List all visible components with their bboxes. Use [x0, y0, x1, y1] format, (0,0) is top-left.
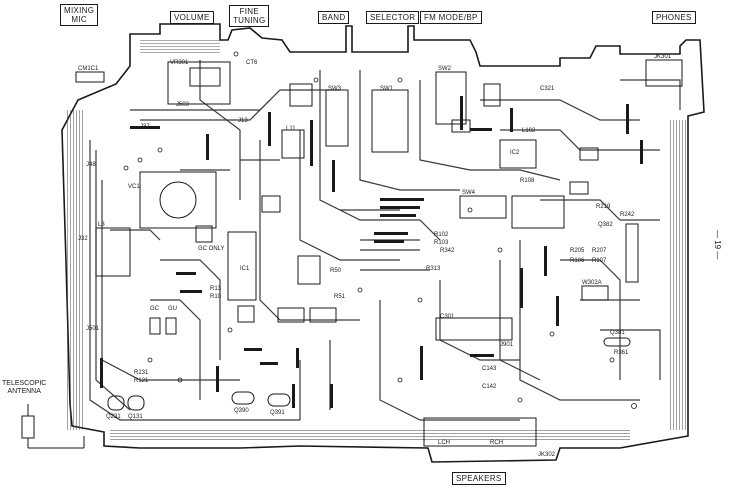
ref-rch: RCH: [490, 440, 503, 446]
board-outline: [61, 23, 705, 463]
ref-q381: Q381: [610, 330, 625, 336]
ref-q390: Q390: [234, 408, 249, 414]
ref-sw2: SW2: [438, 66, 452, 72]
ref-c142: C142: [482, 384, 497, 390]
ref-r231: R231: [134, 370, 149, 376]
ref-cm1c1: CM1C1: [78, 66, 99, 72]
ref-c143: C143: [482, 366, 497, 372]
ref-jk301: JK301: [654, 54, 672, 60]
ref-j48: J48: [86, 162, 96, 168]
ref-l102: L102: [522, 128, 536, 134]
ref-sw3: SW3: [328, 86, 342, 92]
ref-q131: Q131: [128, 414, 143, 420]
ref-j901: J901: [500, 342, 514, 348]
fine-tuning-label: FINE TUNING: [229, 5, 270, 27]
volume-label: VOLUME: [170, 11, 214, 24]
ref-c321: C321: [540, 86, 555, 92]
ref-q231: Q231: [106, 414, 121, 420]
ref-j37: J37: [140, 124, 150, 130]
telescopic-antenna-label: TELESCOPIC ANTENNA: [2, 380, 47, 395]
ref-r361: R361: [614, 350, 629, 356]
ref-ic2: IC2: [510, 150, 520, 156]
ref-j13: J13: [238, 118, 248, 124]
ref-l11: L11: [286, 126, 296, 132]
ref-gc-only: GC ONLY: [198, 246, 225, 252]
ref-l3: L3: [98, 222, 105, 228]
ref-r342: R342: [440, 248, 455, 254]
ref-vr301: VR301: [170, 60, 189, 66]
ref-lch: LCH: [438, 440, 451, 446]
ref-j503: J503: [176, 102, 190, 108]
ref-r313: R313: [426, 266, 441, 272]
ref-r242: R242: [620, 212, 635, 218]
ref-j501: J501: [86, 326, 100, 332]
ref-gu: GU: [168, 306, 177, 312]
ref-r102: R102: [434, 232, 449, 238]
ref-r103: R103: [434, 240, 449, 246]
ref-r107: R107: [592, 258, 607, 264]
ref-ct6: CT6: [246, 60, 258, 66]
ref-vc1: VC1: [128, 184, 140, 190]
ref-r106: R106: [570, 258, 585, 264]
ref-r50: R50: [330, 268, 342, 274]
ref-c301: C301: [440, 314, 455, 320]
ref-q382: Q382: [598, 222, 613, 228]
fm-mode-label: FM MODE/BP: [420, 11, 482, 24]
ref-r10: R10: [210, 294, 222, 300]
ref-r51: R51: [334, 294, 346, 300]
ref-ic1: IC1: [240, 266, 250, 272]
ref-r205: R205: [570, 248, 585, 254]
ref-sw1: SW1: [380, 86, 394, 92]
phones-label: PHONES: [652, 11, 696, 24]
ref-j32: J32: [78, 236, 88, 242]
band-label: BAND: [318, 11, 350, 24]
ref-gc: GC: [150, 306, 159, 312]
speakers-label: SPEAKERS: [452, 472, 506, 485]
page-number: — 19 —: [713, 230, 722, 260]
ref-q391: Q391: [270, 410, 285, 416]
ref-r219: R219: [596, 204, 611, 210]
mixing-mic-label: MIXING MIC: [60, 4, 99, 26]
ref-r108: R108: [520, 178, 535, 184]
ref-r13: R13: [210, 286, 222, 292]
ref-jk302: JK302: [538, 452, 556, 458]
ref-w302a: W302A: [582, 280, 602, 286]
ref-r207: R207: [592, 248, 607, 254]
selector-label: SELECTOR: [366, 11, 420, 24]
ref-sw4: SW4: [462, 190, 476, 196]
ref-r121: R121: [134, 378, 149, 384]
